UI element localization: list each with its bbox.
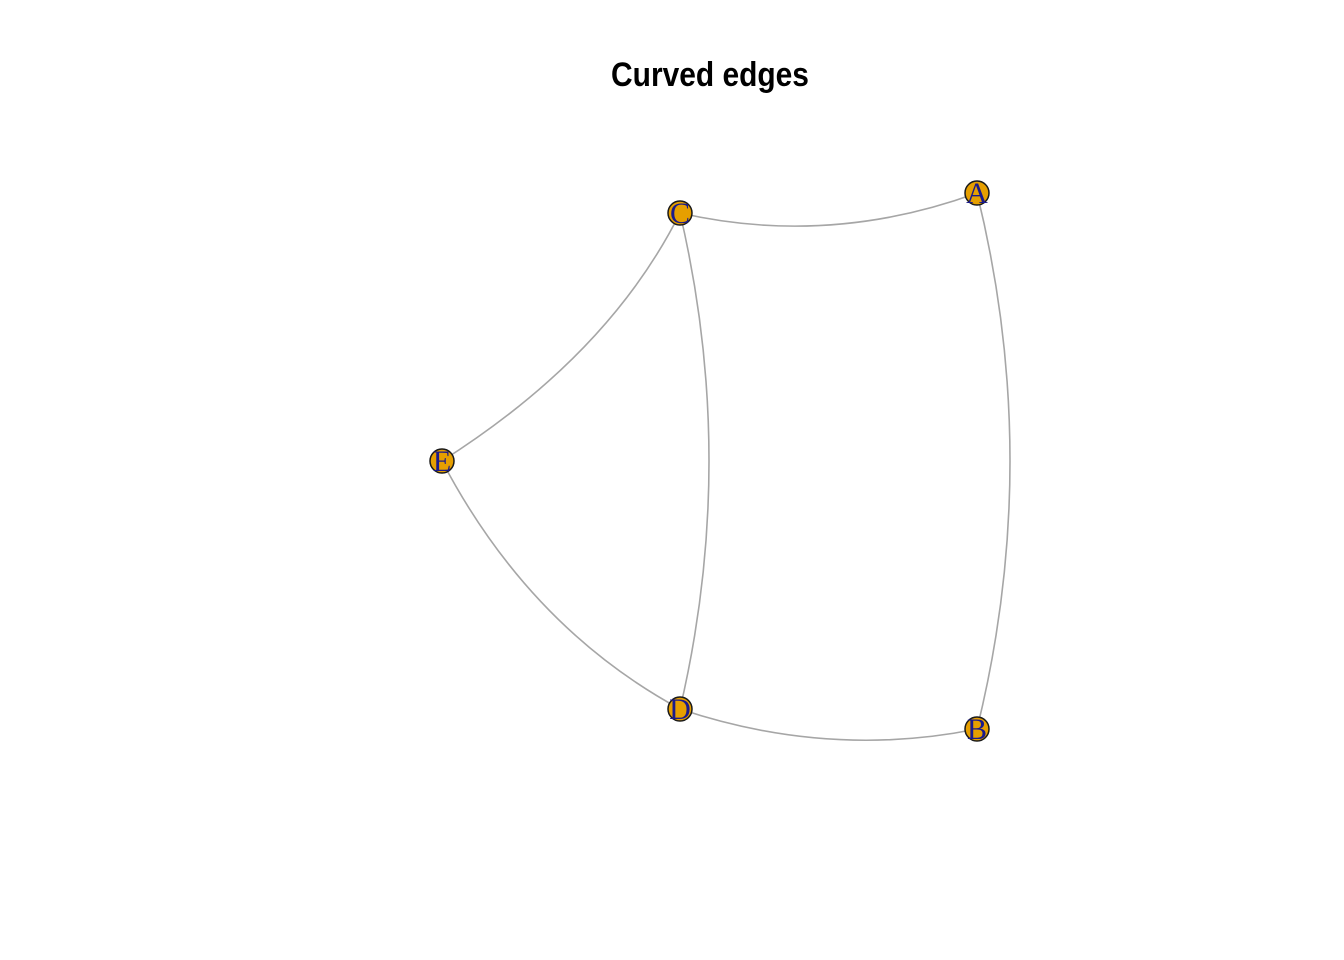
node-label-a: A (966, 177, 988, 210)
edge-c-a (679, 192, 978, 227)
node-circle-c (667, 200, 693, 226)
node-c: C (667, 197, 693, 230)
node-circle-d (667, 696, 693, 722)
node-e: E (429, 445, 455, 478)
graph-title: Curved edges (611, 56, 809, 94)
node-d: D (667, 693, 693, 726)
node-label-e: E (433, 445, 451, 478)
edges-layer (441, 192, 1011, 742)
node-a: A (964, 177, 990, 210)
node-label-b: B (967, 713, 987, 746)
node-label-c: C (670, 197, 690, 230)
node-label-d: D (669, 693, 691, 726)
nodes-layer: A B C D E (429, 177, 990, 746)
node-b: B (964, 713, 990, 746)
edge-a-b (976, 192, 1011, 730)
edge-c-d (679, 212, 710, 710)
edge-d-b (679, 708, 978, 742)
node-circle-b (964, 716, 990, 742)
node-circle-e (429, 448, 455, 474)
node-circle-a (964, 180, 990, 206)
edge-e-c (441, 212, 681, 462)
edge-e-d (441, 460, 681, 710)
